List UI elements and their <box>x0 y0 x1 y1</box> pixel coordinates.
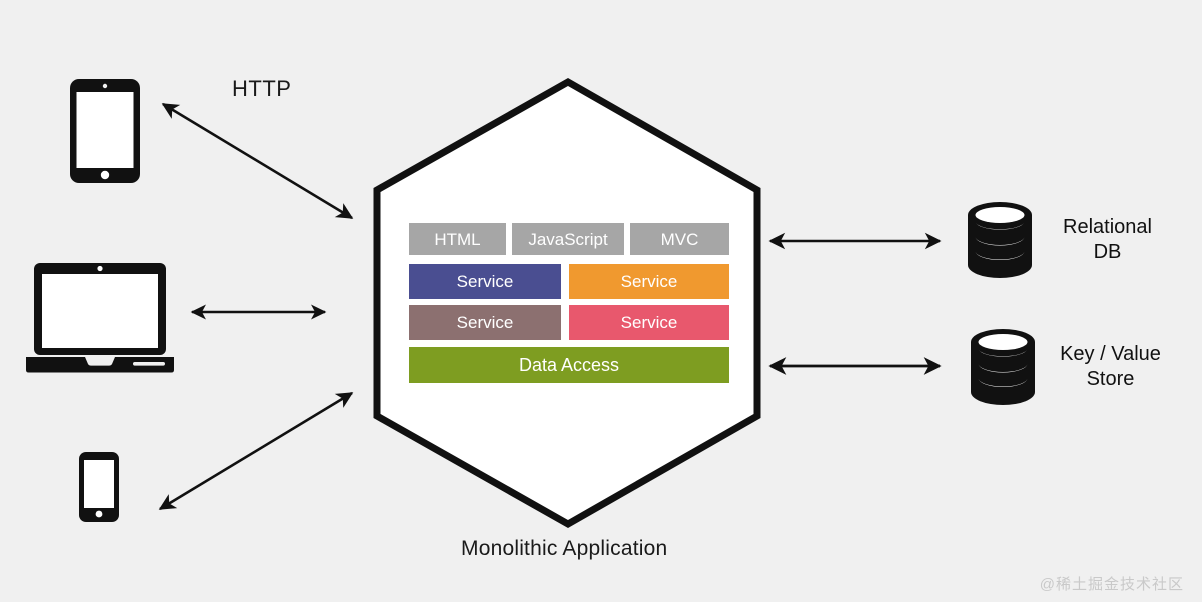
keyvalue-store-label: Key / Value Store <box>1038 342 1183 392</box>
monolith-hexagon <box>373 77 761 529</box>
layer-box-javascript[interactable]: JavaScript <box>512 223 624 255</box>
relational-db-label: Relational DB <box>1040 215 1175 265</box>
monolith-caption: Monolithic Application <box>461 537 668 560</box>
layer-box-service-2[interactable]: Service <box>569 264 729 299</box>
layer-box-service-3[interactable]: Service <box>409 305 561 340</box>
phone-icon <box>79 452 119 522</box>
layer-box-mvc[interactable]: MVC <box>630 223 729 255</box>
http-label: HTTP <box>232 76 292 101</box>
relational-db-label-line2: DB <box>1093 241 1122 263</box>
tablet-icon <box>70 79 140 183</box>
layer-box-service-4[interactable]: Service <box>569 305 729 340</box>
keyvalue-store-label-line1: Key / Value <box>1060 343 1161 365</box>
database-icon <box>971 329 1035 405</box>
laptop-icon <box>26 263 174 373</box>
layer-box-html[interactable]: HTML <box>409 223 506 255</box>
connector-phone-to-app <box>158 391 354 511</box>
layer-box-service-1[interactable]: Service <box>409 264 561 299</box>
connector-tablet-to-app <box>161 102 354 220</box>
relational-db-label-line1: Relational <box>1063 216 1152 238</box>
watermark: @稀土掘金技术社区 <box>1039 576 1184 593</box>
layer-box-data-access[interactable]: Data Access <box>409 347 729 383</box>
application-layer-stack: HTML JavaScript MVC Service Service Serv… <box>409 223 729 386</box>
keyvalue-store-label-line2: Store <box>1086 368 1135 390</box>
database-icon <box>968 202 1032 278</box>
